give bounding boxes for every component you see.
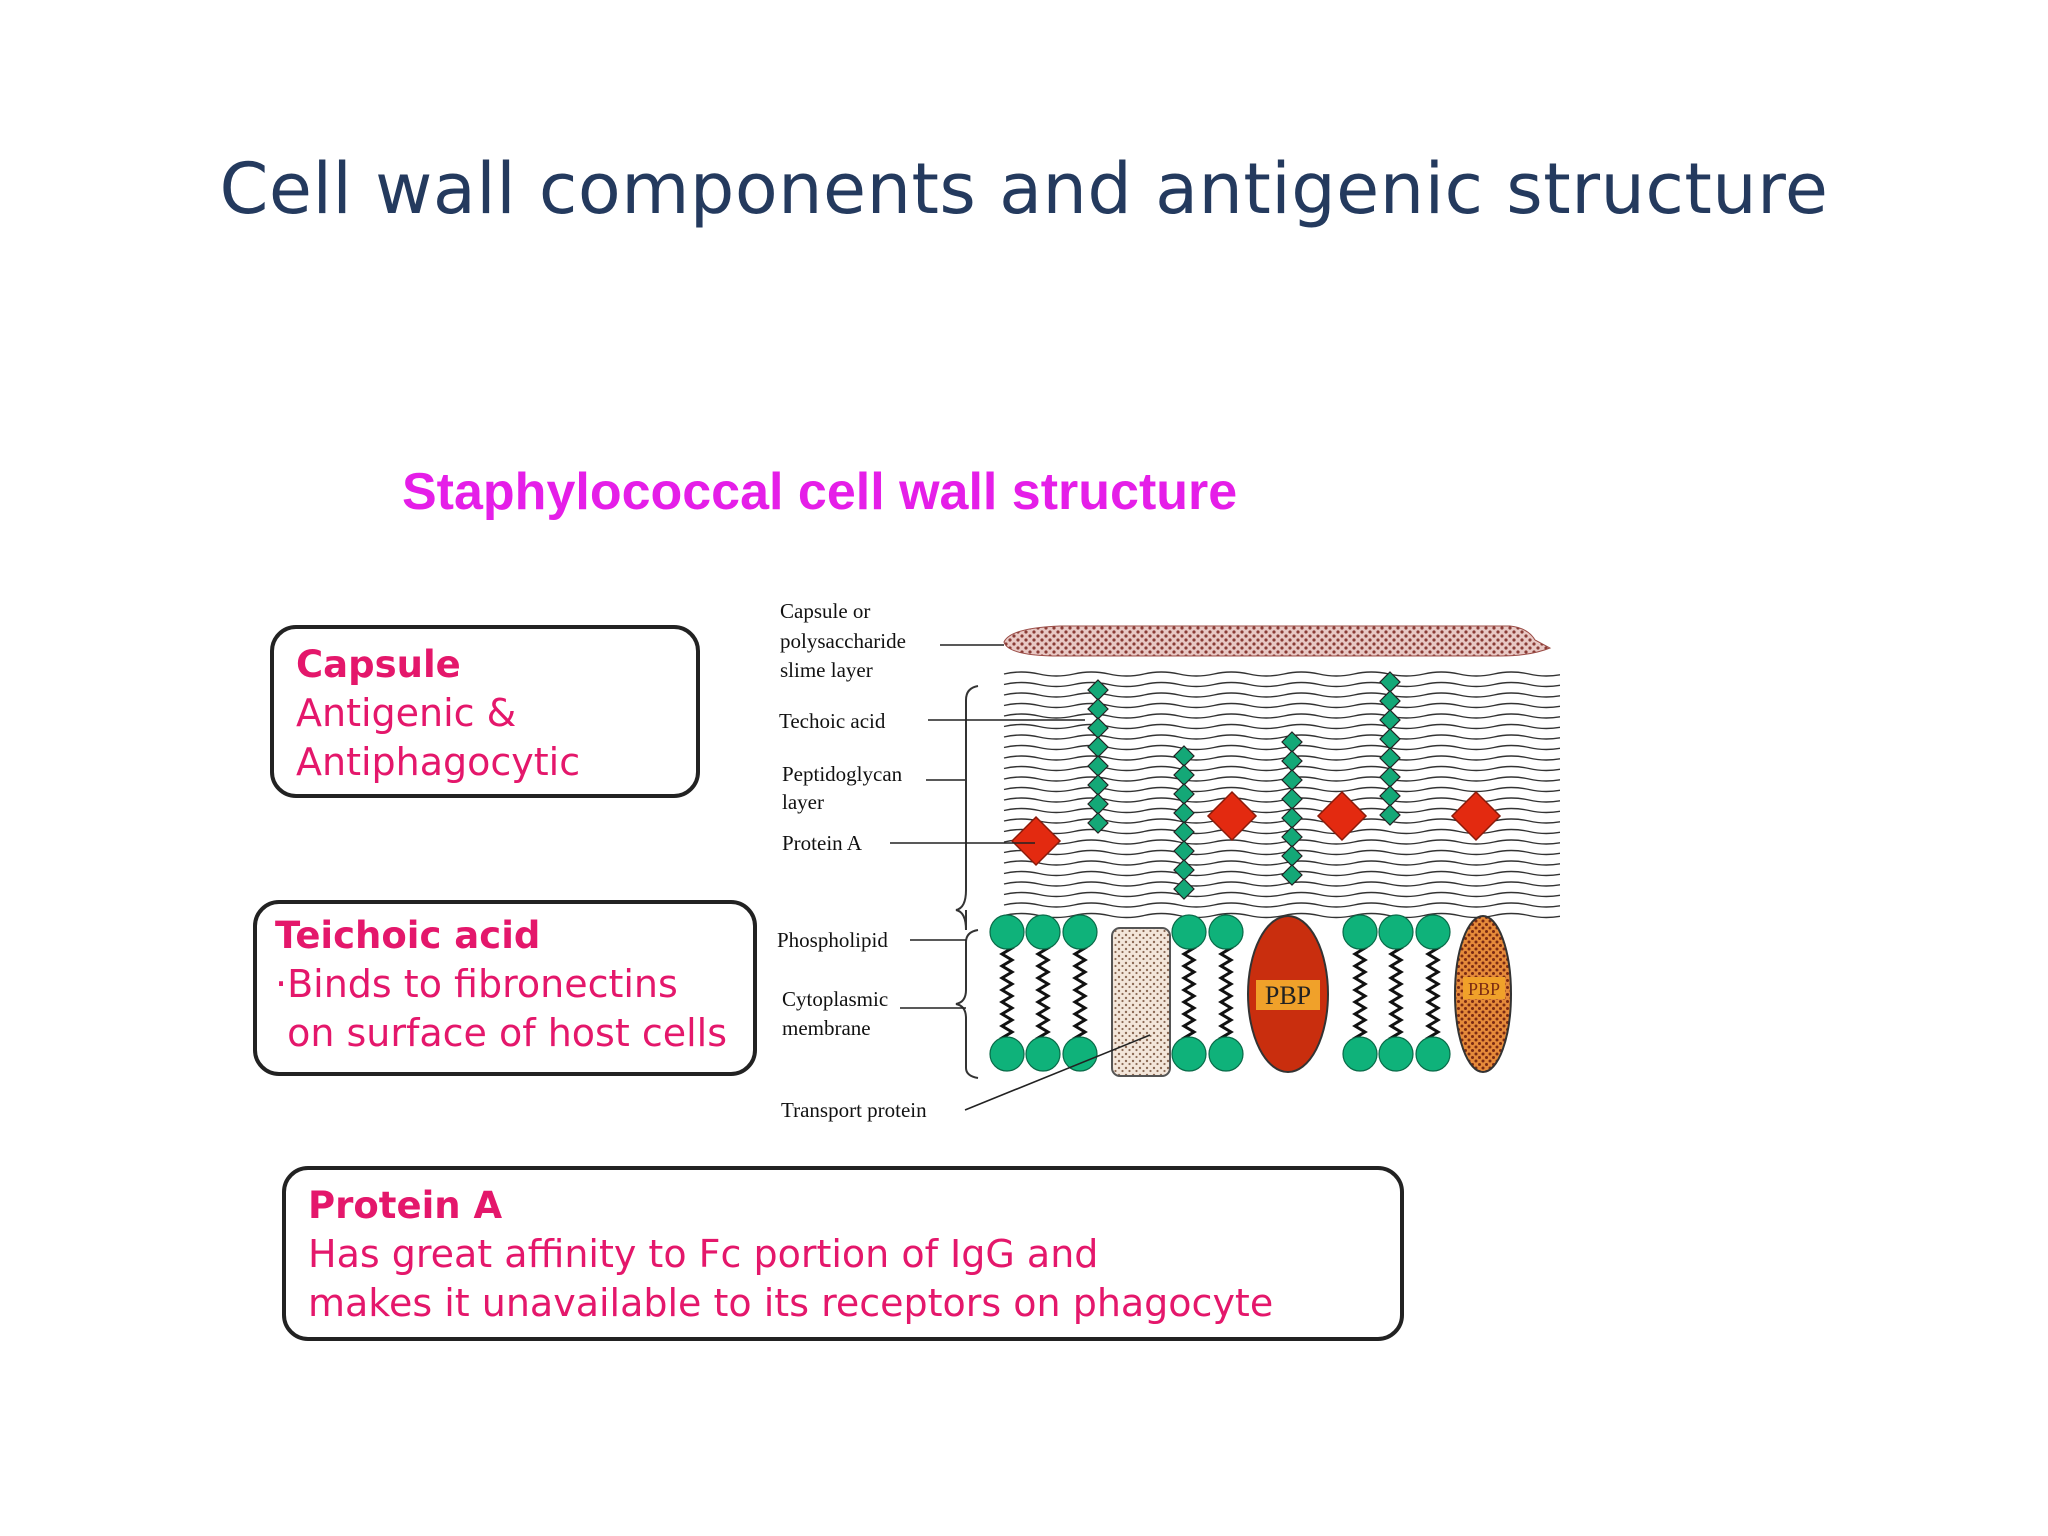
phospholipid-head [1378, 914, 1414, 950]
phospholipid-head [1378, 1036, 1414, 1072]
label-capsule-3: slime layer [780, 658, 873, 682]
teichoic-acid-bead [1087, 698, 1109, 720]
phospholipid-head [1342, 914, 1378, 950]
teichoic-callout-heading: Teichoic acid [275, 914, 541, 957]
label-protein-a: Protein A [782, 831, 863, 855]
protein-a-callout: Protein A Has great affinity to Fc porti… [282, 1166, 1404, 1341]
phospholipid-head [1208, 914, 1244, 950]
transport-protein [1111, 927, 1171, 1077]
protein-a-callout-heading: Protein A [308, 1184, 503, 1227]
peptidoglycan-strand [1003, 902, 1560, 908]
capsule-callout-line2: Antiphagocytic [296, 740, 581, 784]
peptidoglycan-strand [1003, 734, 1560, 740]
peptidoglycan-strand [1003, 839, 1560, 845]
peptidoglycan-strand [1003, 860, 1560, 866]
phospholipid-head [1171, 914, 1207, 950]
phospholipid-head [1171, 1036, 1207, 1072]
peptidoglycan-strand [1003, 692, 1560, 698]
teichoic-acid-bead [1379, 747, 1401, 769]
phospholipid-head [1025, 1036, 1061, 1072]
phospholipid-head [1415, 914, 1451, 950]
pbp-label-1: PBP [1265, 981, 1311, 1010]
slide-title: Cell wall components and antigenic struc… [219, 148, 1829, 230]
label-teichoic: Techoic acid [779, 709, 886, 733]
protein-a-callout-line2: makes it unavailable to its receptors on… [308, 1281, 1274, 1325]
protein-a-diamonds [1010, 790, 1502, 867]
teichoic-acid-bead [1281, 864, 1303, 886]
capsule-callout-heading: Capsule [296, 643, 461, 686]
phospholipid-head [1208, 1036, 1244, 1072]
lipid-tail [1388, 940, 1404, 1052]
protein-a-diamond [1316, 790, 1368, 842]
peptidoglycan-strand [1003, 786, 1560, 793]
peptidoglycan-strand [1003, 681, 1560, 688]
label-transport: Transport protein [781, 1098, 927, 1122]
teichoic-callout-line1: ·Binds to fibronectins [275, 962, 678, 1006]
label-capsule-1: Capsule or [780, 599, 870, 623]
teichoic-acid-bead [1173, 783, 1195, 805]
phospholipid-head [989, 1036, 1025, 1072]
lipid-tail [1218, 940, 1234, 1052]
cell-wall-diagram: PBP PBP Capsule or polysaccharide slime … [777, 599, 1560, 1122]
teichoic-acid-bead [1173, 821, 1195, 843]
phospholipid-head [1025, 914, 1061, 950]
phospholipid-head [1415, 1036, 1451, 1072]
peptidoglycan-strand [1003, 891, 1560, 898]
peptidoglycan-strand [1003, 765, 1560, 772]
peptidoglycan-strand [1003, 849, 1560, 856]
peptidoglycan-strand [1003, 702, 1560, 709]
figure-title: Staphylococcal cell wall structure [402, 463, 1238, 521]
protein-a-diamond [1450, 790, 1502, 842]
phospholipid-head [1062, 1036, 1098, 1072]
teichoic-acid-bead [1173, 878, 1195, 900]
peptidoglycan-strand [1003, 744, 1560, 751]
lipid-tail [999, 940, 1015, 1052]
teichoic-acid-bead [1087, 755, 1109, 777]
teichoic-acid-bead [1281, 788, 1303, 810]
teichoic-acid-bead [1087, 812, 1109, 834]
peptidoglycan-strand [1003, 755, 1560, 761]
phospholipid-head [1062, 914, 1098, 950]
phospholipid-head [989, 914, 1025, 950]
peptidoglycan-strand [1003, 671, 1560, 677]
label-peptidoglycan-1: Peptidoglycan [782, 762, 903, 786]
peptidoglycan-strand [1003, 881, 1560, 887]
protein-a-callout-line1: Has great affinity to Fc portion of IgG … [308, 1232, 1099, 1276]
pbp-label-2: PBP [1468, 979, 1500, 999]
teichoic-acid-bead [1087, 793, 1109, 815]
lipid-tail [1072, 940, 1088, 1052]
wall-brace [955, 685, 979, 931]
teichoic-acid-bead [1379, 804, 1401, 826]
capsule-layer [1003, 625, 1552, 657]
label-peptidoglycan-2: layer [782, 790, 824, 814]
label-capsule-2: polysaccharide [780, 629, 906, 653]
capsule-callout-line1: Antigenic & [296, 691, 517, 735]
teichoic-callout-line2: on surface of host cells [275, 1011, 728, 1055]
teichoic-acid-bead [1087, 736, 1109, 758]
teichoic-acid-bead [1281, 807, 1303, 829]
teichoic-acid-chains [1087, 671, 1401, 900]
label-phospholipid: Phospholipid [777, 928, 888, 952]
teichoic-callout: Teichoic acid ·Binds to fibronectins on … [253, 900, 757, 1076]
teichoic-acid-bead [1379, 709, 1401, 731]
lipid-tail [1181, 940, 1197, 1052]
phospholipid-bilayer [989, 914, 1451, 1072]
capsule-callout: Capsule Antigenic & Antiphagocytic [270, 625, 700, 798]
protein-a-diamond [1010, 815, 1062, 867]
lipid-tail [1352, 940, 1368, 1052]
peptidoglycan-strand [1003, 713, 1560, 719]
lipid-tail [1035, 940, 1051, 1052]
protein-a-diamond [1206, 790, 1258, 842]
phospholipid-head [1342, 1036, 1378, 1072]
label-cytoplasmic-2: membrane [782, 1016, 871, 1040]
membrane-brace [955, 929, 979, 1079]
leader-lines [890, 644, 1151, 1111]
label-cytoplasmic-1: Cytoplasmic [782, 987, 888, 1011]
lipid-tail [1425, 940, 1441, 1052]
